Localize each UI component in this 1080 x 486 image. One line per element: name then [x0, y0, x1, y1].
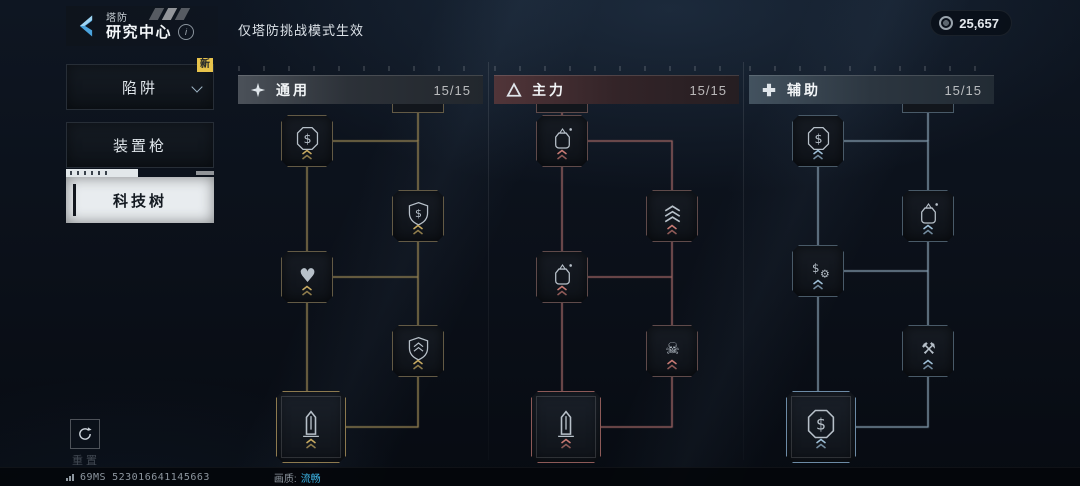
selected-tab-decoration	[196, 171, 214, 175]
tech-node-skull[interactable]: ☠	[646, 325, 698, 377]
currency-value: 25,657	[959, 15, 999, 31]
svg-text:♥: ♥	[298, 264, 315, 286]
ruler-ticks	[749, 66, 994, 71]
currency-badge[interactable]: 25,657	[930, 10, 1012, 36]
section-progress: 15/15	[433, 82, 471, 98]
section-progress: 15/15	[944, 82, 982, 98]
back-arrow-icon	[72, 12, 100, 40]
sidebar-item-label: 装置枪	[112, 137, 167, 155]
tech-node-coin[interactable]: $	[786, 391, 856, 463]
quality-setting[interactable]: 画质: 流畅	[274, 470, 321, 485]
tech-node-coin-gear[interactable]: $⚙	[792, 245, 844, 297]
quality-value: 流畅	[300, 473, 321, 485]
tech-node-tower[interactable]	[276, 391, 346, 463]
ruler-ticks	[238, 66, 483, 71]
svg-text:$: $	[415, 207, 422, 220]
tech-node-armor[interactable]	[646, 190, 698, 242]
column-divider	[743, 62, 744, 460]
general-section-icon	[250, 82, 267, 99]
tree-section-main-force: 主力 15/15	[494, 75, 739, 104]
section-title: 通用	[276, 82, 310, 98]
svg-text:$: $	[812, 261, 820, 275]
reset-label: 重置	[72, 455, 100, 467]
tech-node-coin-shield[interactable]: $	[392, 190, 444, 242]
section-title: 辅助	[787, 82, 821, 98]
tech-node-partial	[392, 103, 444, 113]
svg-text:$: $	[303, 131, 311, 146]
svg-text:☠: ☠	[665, 338, 680, 357]
status-bar: 69MS 523016641145663 画质: 流畅	[0, 467, 1080, 486]
tech-node-partial	[902, 103, 954, 113]
page-title: 研究中心	[106, 24, 173, 41]
tech-node-partial	[536, 103, 588, 113]
tree-section-general: 通用 15/15	[238, 75, 483, 104]
session-code: 523016641145663	[112, 471, 210, 483]
sidebar-item-label: 科技树	[112, 192, 167, 210]
tech-node-coin[interactable]: $	[792, 115, 844, 167]
tech-node-heart[interactable]: ♥	[281, 251, 333, 303]
sidebar-item-label: 陷阱	[121, 79, 158, 97]
tech-node-pouch[interactable]	[902, 190, 954, 242]
svg-text:$: $	[816, 415, 826, 434]
tech-node-shield[interactable]	[392, 325, 444, 377]
sidebar-item-traps[interactable]: 陷阱 新	[66, 58, 214, 110]
coin-icon	[939, 16, 954, 30]
info-icon[interactable]: i	[178, 23, 195, 40]
section-progress: 15/15	[689, 82, 727, 98]
tree-section-support: 辅助 15/15	[749, 75, 994, 104]
tech-node-tools[interactable]: ⚒	[902, 325, 954, 377]
selected-tab-decoration	[66, 169, 138, 177]
back-button[interactable]: 塔防 研究中心 i	[66, 6, 218, 46]
svg-text:⚒: ⚒	[921, 338, 936, 357]
tech-node-coin[interactable]: $	[281, 115, 333, 167]
category-label: 塔防	[106, 13, 128, 24]
mode-notice: 仅塔防挑战模式生效	[238, 23, 365, 38]
tech-node-pouch[interactable]	[536, 115, 588, 167]
sidebar-item-device-gun[interactable]: 装置枪	[66, 122, 214, 168]
main-force-section-icon	[506, 82, 523, 99]
reset-circular-arrows-icon	[79, 427, 92, 440]
ruler-ticks	[494, 66, 739, 71]
network-signal-icon	[66, 473, 74, 481]
svg-text:⚙: ⚙	[819, 267, 829, 280]
section-title: 主力	[532, 82, 566, 98]
tech-node-pouch[interactable]	[536, 251, 588, 303]
tech-node-tower[interactable]	[531, 391, 601, 463]
support-section-icon	[761, 82, 778, 99]
new-badge: 新	[197, 58, 213, 72]
reset-button[interactable]	[70, 419, 100, 449]
sidebar-item-tech-tree[interactable]: 科技树	[66, 177, 214, 223]
svg-text:$: $	[814, 131, 822, 146]
ping-value: 69MS	[80, 471, 107, 483]
quality-label: 画质:	[273, 473, 297, 485]
column-divider	[488, 62, 489, 460]
